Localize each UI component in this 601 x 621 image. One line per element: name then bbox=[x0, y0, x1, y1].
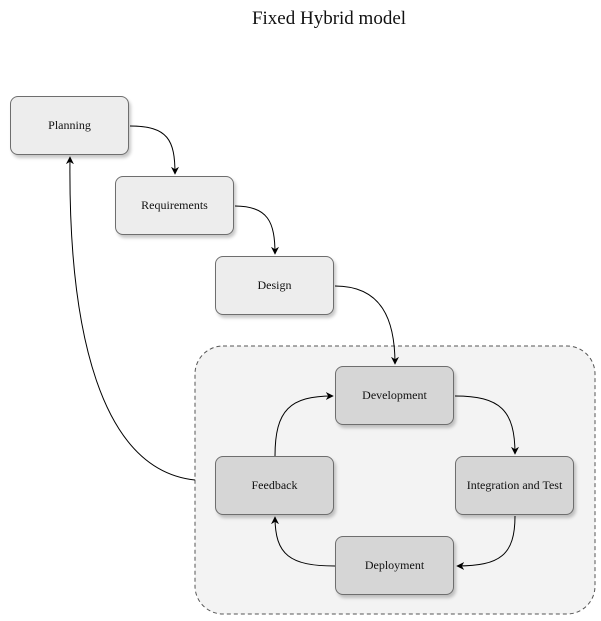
node-deployment[interactable]: Deployment bbox=[335, 536, 454, 595]
node-feedback-label: Feedback bbox=[251, 478, 298, 492]
arrow-feedback-loop-to-planning bbox=[65, 156, 196, 481]
arrow-development-to-integration bbox=[454, 395, 519, 455]
arrow-design-to-development bbox=[334, 285, 399, 365]
node-integration-label: Integration and Test bbox=[466, 478, 563, 492]
node-development-label: Development bbox=[362, 388, 427, 402]
node-design-label: Design bbox=[257, 278, 292, 292]
node-deployment-label: Deployment bbox=[364, 558, 425, 572]
node-development[interactable]: Development bbox=[335, 366, 454, 425]
arrow-deployment-to-feedback bbox=[271, 516, 336, 567]
arrow-requirements-to-design bbox=[234, 205, 279, 255]
node-integration-and-test[interactable]: Integration and Test bbox=[455, 456, 574, 515]
node-requirements-label: Requirements bbox=[141, 198, 208, 212]
node-planning[interactable]: Planning bbox=[10, 96, 129, 155]
node-requirements[interactable]: Requirements bbox=[115, 176, 234, 235]
arrow-planning-to-requirements bbox=[129, 125, 179, 175]
arrow-integration-to-deployment bbox=[456, 515, 516, 570]
node-design[interactable]: Design bbox=[215, 256, 334, 315]
arrow-feedback-to-development bbox=[274, 392, 334, 457]
node-planning-label: Planning bbox=[48, 118, 91, 132]
diagram-title: Fixed Hybrid model bbox=[251, 8, 407, 29]
node-feedback[interactable]: Feedback bbox=[215, 456, 334, 515]
